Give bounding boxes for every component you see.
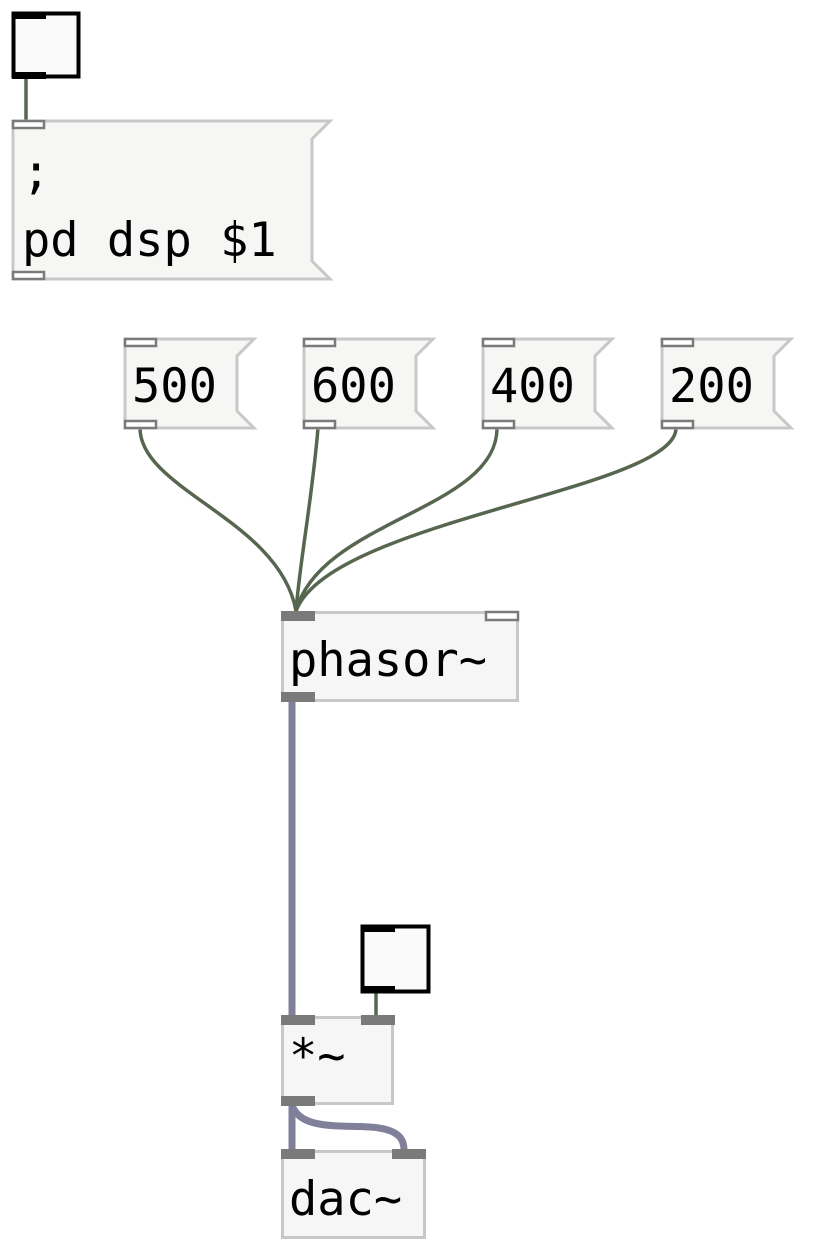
freq-message-label: 200 [669,359,754,414]
phasor-object[interactable]: phasor~ [281,610,520,702]
freq-message-200[interactable]: 200 [660,337,795,430]
freq-message-400[interactable]: 400 [481,337,616,430]
dac-label: dac~ [289,1172,402,1227]
dsp-message-box[interactable]: ; pd dsp $1 [11,119,334,281]
phasor-label: phasor~ [289,633,487,688]
wire-600-to-phasor [294,427,320,612]
signal-wire-multiply-to-dac-right [288,1103,408,1151]
gain-toggle[interactable] [360,924,431,994]
dsp-message-line1: ; [22,145,50,200]
wire-500-to-phasor [138,427,298,612]
freq-message-600[interactable]: 600 [302,337,437,430]
dsp-toggle[interactable] [11,11,81,79]
dsp-message-line2: pd dsp $1 [22,213,277,268]
wire-400-to-phasor [294,427,499,612]
multiply-label: *~ [289,1029,346,1084]
outlet [11,270,46,281]
wire-200-to-phasor [294,427,678,612]
freq-message-label: 500 [132,359,217,414]
freq-message-label: 400 [490,359,575,414]
multiply-object[interactable]: *~ [281,1015,395,1106]
inlet [11,119,46,130]
freq-message-500[interactable]: 500 [123,337,258,430]
freq-message-label: 600 [311,359,396,414]
dac-object[interactable]: dac~ [281,1149,426,1239]
